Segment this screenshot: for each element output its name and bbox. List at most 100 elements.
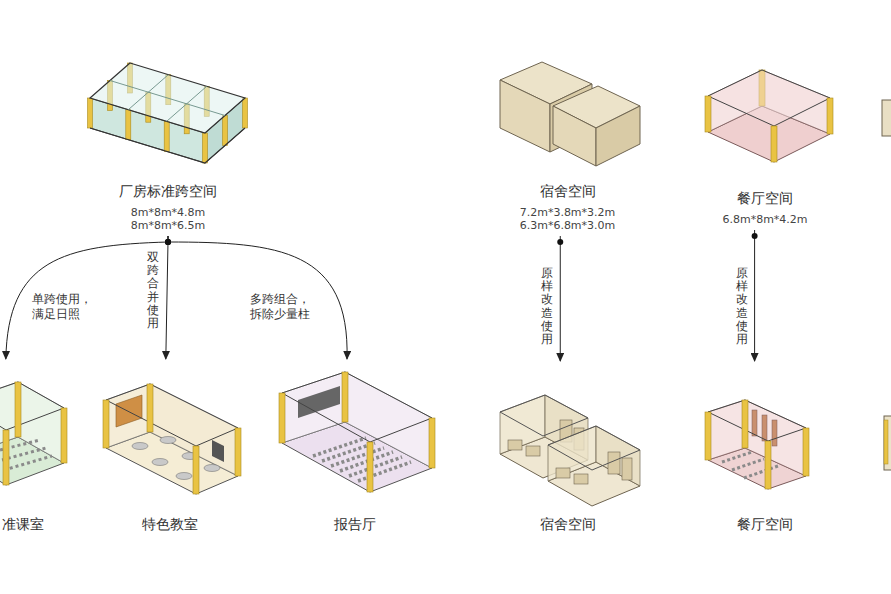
flow-arrow bbox=[6, 236, 168, 359]
space-caption: 准课室 bbox=[2, 515, 44, 533]
factory-slab-part bbox=[90, 63, 245, 133]
factory-slab bbox=[88, 63, 248, 163]
branch-dot bbox=[165, 239, 171, 245]
dining-room bbox=[705, 400, 809, 489]
dining-volume-part bbox=[771, 126, 777, 162]
dining-room-part-part bbox=[772, 420, 777, 446]
result-space-block: 特色教室 bbox=[100, 360, 240, 533]
special-classroom-room-part bbox=[193, 446, 199, 494]
factory-slab-part-part bbox=[223, 116, 228, 146]
partial-figure-part bbox=[882, 100, 891, 136]
space-caption: 特色教室 bbox=[142, 515, 198, 533]
classroom-room bbox=[0, 382, 67, 485]
lecture-hall-room-part bbox=[429, 418, 435, 468]
dorm-blocks-part bbox=[500, 80, 550, 152]
dining-room-part bbox=[705, 412, 711, 460]
lecture-hall-room-part bbox=[279, 393, 285, 443]
special-classroom-room-part bbox=[147, 384, 153, 432]
flow-arrow bbox=[754, 230, 755, 361]
factory-slab-part-part bbox=[88, 98, 93, 128]
dining-room-part-part bbox=[722, 452, 752, 462]
result-space-block: 宿舍空间 bbox=[495, 362, 640, 533]
space-caption: 报告厅 bbox=[334, 515, 376, 533]
partial-figure-part bbox=[884, 420, 888, 464]
dining-room-part bbox=[765, 441, 771, 489]
edge-label: 单跨使用， 满足日照 bbox=[32, 292, 94, 322]
lecture-hall-room-part bbox=[342, 372, 348, 422]
dorm-rooms-part-part bbox=[574, 474, 588, 484]
dining-room-part bbox=[752, 410, 777, 446]
dorm-rooms-part bbox=[548, 426, 596, 481]
lecture-hall-room bbox=[279, 372, 435, 492]
source-space-block: 厂房标准跨空间 8m*8m*4.8m 8m*8m*6.5m bbox=[88, 58, 248, 232]
dining-room-part bbox=[708, 400, 745, 460]
dorm-rooms-part-part bbox=[526, 446, 540, 456]
branch-dot bbox=[752, 233, 758, 239]
partial-figure-part bbox=[884, 416, 891, 470]
result-space-block: 餐厅空间 bbox=[700, 362, 830, 533]
edge-label: 双跨合并使用 bbox=[147, 250, 159, 331]
lecture-hall-room-part-part bbox=[358, 462, 411, 481]
factory-slab-part-part bbox=[243, 98, 248, 128]
special-classroom-room-part-part bbox=[132, 443, 148, 450]
dorm-rooms bbox=[500, 395, 640, 506]
factory-slab-part bbox=[110, 75, 225, 122]
dining-volume bbox=[705, 70, 833, 162]
special-classroom-room-part-part bbox=[176, 473, 192, 480]
lecture-hall-room-part bbox=[282, 372, 432, 442]
classroom-room-part-part bbox=[4, 456, 52, 470]
edge-label: 原样改造使用 bbox=[541, 266, 553, 347]
dining-room-part bbox=[742, 400, 748, 448]
space-caption: 宿舍空间 bbox=[540, 182, 596, 200]
source-space-block: 餐厅空间 6.8m*8m*4.2m bbox=[700, 58, 830, 226]
dorm-blocks bbox=[500, 62, 640, 166]
dorm-rooms-part bbox=[548, 426, 640, 470]
dining-room-part-part bbox=[762, 415, 767, 441]
special-classroom-room-part bbox=[106, 384, 238, 446]
dorm-rooms-part-part bbox=[556, 468, 570, 478]
space-caption: 厂房标准跨空间 bbox=[119, 182, 217, 200]
dorm-rooms-part-part bbox=[622, 458, 632, 480]
edge-label: 原样改造使用 bbox=[736, 266, 748, 347]
special-classroom-room-part-part bbox=[204, 465, 220, 472]
lecture-hall-room-part bbox=[313, 438, 411, 481]
space-caption: 餐厅空间 bbox=[737, 189, 793, 207]
factory-slab-part bbox=[88, 63, 248, 163]
branch-dot bbox=[557, 239, 563, 245]
factory-slab-part-part bbox=[203, 133, 208, 163]
classroom-room-part bbox=[3, 430, 9, 485]
dorm-blocks-part bbox=[596, 106, 640, 166]
result-space-block: 报告厅 bbox=[275, 360, 435, 533]
dorm-blocks-part bbox=[553, 106, 596, 166]
dining-room-part bbox=[708, 400, 806, 441]
factory-slab-part-part bbox=[110, 81, 225, 116]
lecture-hall-room-part bbox=[367, 442, 373, 492]
dining-room-part-part bbox=[752, 410, 757, 436]
special-classroom-room-part bbox=[103, 400, 109, 448]
space-caption: 餐厅空间 bbox=[737, 515, 793, 533]
dorm-rooms-part bbox=[500, 395, 588, 436]
dimension-text: 8m*8m*4.8m 8m*8m*6.5m bbox=[131, 206, 206, 232]
dimension-text: 6.8m*8m*4.2m bbox=[722, 213, 807, 226]
special-classroom-room bbox=[103, 384, 241, 494]
source-space-block: 宿舍空间 7.2m*3.8m*3.2m 6.3m*6.8m*3.0m bbox=[495, 58, 640, 232]
classroom-room-part bbox=[61, 408, 67, 463]
flow-arrow bbox=[168, 236, 347, 359]
special-classroom-room-part bbox=[235, 428, 241, 476]
result-space-block: 准课室 bbox=[2, 360, 50, 533]
space-caption: 宿舍空间 bbox=[540, 515, 596, 533]
edge-label: 多跨组合， 拆除少量柱 bbox=[250, 292, 312, 322]
dining-volume-part bbox=[827, 98, 833, 134]
special-classroom-room-part-part bbox=[160, 437, 176, 444]
special-classroom-room-part bbox=[106, 384, 150, 448]
flow-arrow bbox=[560, 236, 561, 361]
factory-slab-part-part bbox=[126, 110, 131, 140]
dorm-rooms-part bbox=[556, 452, 632, 484]
dining-volume-part bbox=[708, 70, 830, 126]
dining-room-part bbox=[803, 428, 809, 476]
classroom-room-part bbox=[0, 382, 64, 430]
dimension-text: 7.2m*3.8m*3.2m 6.3m*6.8m*3.0m bbox=[520, 206, 616, 232]
